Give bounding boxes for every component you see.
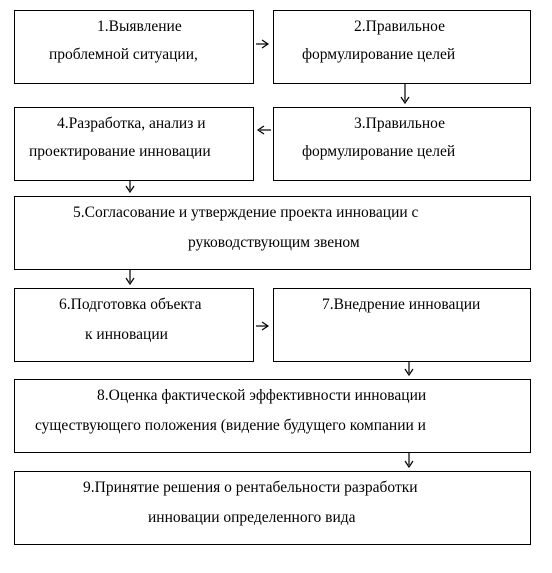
arrowhead-1-to-2 (261, 39, 270, 49)
step-5-line-2: руководствующим звеном (188, 234, 360, 251)
step-3-box: 3.Правильное формулирование целей (273, 107, 531, 181)
step-3-line-2: формулирование целей (302, 143, 456, 160)
step-2-box: 2.Правильное формулирование целей (273, 10, 531, 84)
step-5-line-1: 5.Согласование и утверждение проекта инн… (73, 204, 419, 221)
step-8-line-1: 8.Оценка фактической эффективности иннов… (97, 387, 427, 404)
step-9-line-1: 9.Принятие решения о рентабельности разр… (83, 479, 418, 496)
step-4-box: 4.Разработка, анализ и проектирование ин… (14, 107, 254, 181)
step-9-line-2: инновации определенного вида (148, 509, 356, 526)
step-8-line-2: существующего положения (видение будущег… (35, 417, 426, 434)
step-4-line-1: 4.Разработка, анализ и (57, 115, 206, 132)
arrowhead-2-to-3 (400, 96, 410, 105)
arrowhead-5-to-6 (125, 277, 135, 286)
step-6-line-1: 6.Подготовка объекта (59, 296, 202, 313)
step-7-line-1: 7.Внедрение инновации (322, 296, 481, 313)
step-1-line-1: 1.Выявление (97, 18, 182, 35)
step-1-line-2: проблемной ситуации, (49, 46, 198, 63)
step-4-line-2: проектирование инновации (29, 143, 211, 160)
step-6-line-2: к инновации (85, 326, 168, 343)
arrowhead-8-to-9 (404, 460, 414, 469)
step-1-box: 1.Выявление проблемной ситуации, (14, 10, 254, 84)
step-3-line-1: 3.Правильное (354, 115, 445, 132)
step-6-box: 6.Подготовка объекта к инновации (14, 288, 254, 362)
step-8-box: 8.Оценка фактической эффективности иннов… (14, 379, 531, 453)
step-5-box: 5.Согласование и утверждение проекта инн… (14, 196, 531, 270)
arrowhead-3-to-4 (256, 125, 265, 135)
arrowhead-4-to-5 (125, 185, 135, 194)
step-9-box: 9.Принятие решения о рентабельности разр… (14, 471, 531, 545)
step-2-line-2: формулирование целей (302, 46, 456, 63)
step-7-box: 7.Внедрение инновации (273, 288, 531, 362)
arrowhead-7-to-8 (404, 368, 414, 377)
arrowhead-6-to-7 (261, 321, 270, 331)
step-2-line-1: 2.Правильное (354, 18, 445, 35)
